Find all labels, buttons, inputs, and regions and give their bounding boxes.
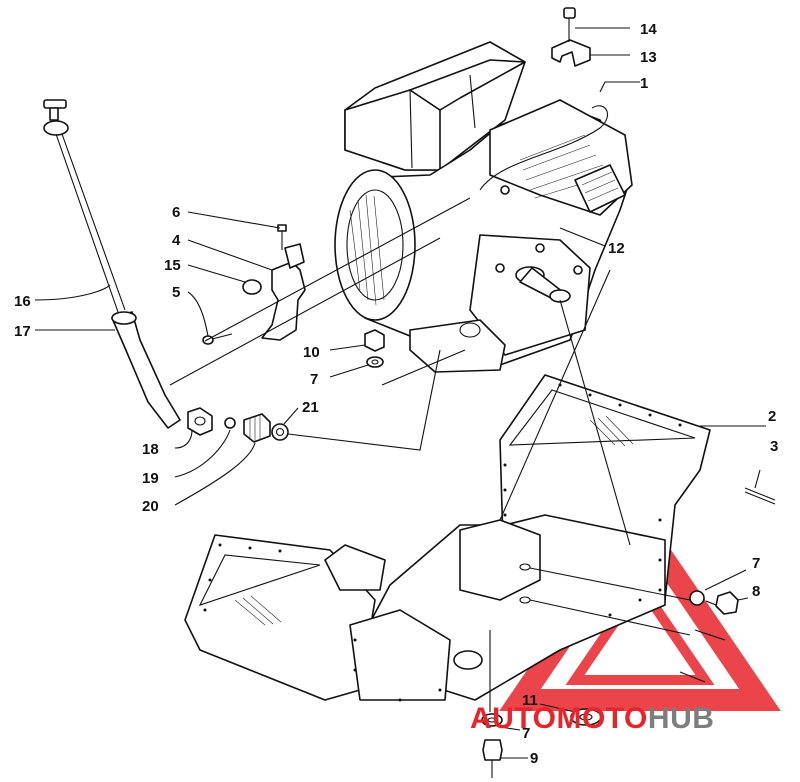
washer-icon [481, 713, 503, 727]
cotter-pin-icon [744, 487, 776, 505]
callout-15: 15 [164, 257, 181, 274]
callout-18: 18 [142, 441, 159, 458]
watermark-logo: AUTOMOTOHUB [470, 702, 714, 735]
callout-17: 17 [14, 323, 31, 340]
oil-dipstick-icon [43, 99, 126, 313]
bolt-icon [679, 629, 726, 683]
watermark-hub: HUB [648, 702, 715, 735]
callout-labels: 1 2 3 4 5 6 7 7 7 8 9 10 11 12 13 14 15 … [14, 21, 778, 767]
callout-11: 11 [522, 692, 538, 709]
bracket-icon [261, 243, 306, 341]
callout-9: 9 [530, 750, 538, 767]
bolt-icon [563, 7, 576, 42]
callout-21: 21 [302, 399, 319, 416]
nut-icon [570, 708, 602, 726]
callout-1: 1 [640, 75, 648, 92]
callout-16: 16 [14, 293, 31, 310]
callout-7-bottom: 7 [522, 725, 530, 742]
grommet-icon [242, 279, 262, 295]
screw-icon [277, 224, 287, 250]
watermark-auto: AUTO [470, 702, 556, 735]
callout-13: 13 [640, 49, 657, 66]
callout-19: 19 [142, 470, 159, 487]
washer-icon [224, 417, 236, 429]
callout-10: 10 [303, 344, 320, 361]
washer-icon [271, 423, 289, 441]
callout-2: 2 [768, 408, 776, 425]
nut-icon [187, 407, 213, 436]
callout-6: 6 [172, 204, 180, 221]
callout-7-plate: 7 [752, 555, 760, 572]
nut-icon [364, 329, 385, 352]
callout-20: 20 [142, 498, 159, 515]
svg-text:AUTOMOTOHUB: AUTOMOTOHUB [470, 702, 714, 735]
drain-fitting-icon [243, 413, 271, 443]
bolt-icon [482, 739, 503, 778]
dipstick-tube-icon [111, 311, 181, 429]
engine-mount-plate-icon [184, 374, 711, 702]
callout-14: 14 [640, 21, 657, 38]
callout-5: 5 [172, 284, 180, 301]
callout-7-engine: 7 [310, 371, 318, 388]
engine-assembly-icon [334, 41, 633, 373]
callout-3: 3 [770, 438, 778, 455]
leader-lines [34, 27, 766, 759]
callout-4: 4 [172, 232, 181, 249]
clamp-bracket-icon [551, 39, 591, 67]
watermark-moto: MOTO [556, 702, 647, 735]
bolt-icon [689, 590, 739, 615]
callout-8: 8 [752, 583, 760, 600]
washer-icon [366, 356, 384, 368]
callout-12: 12 [608, 240, 625, 257]
